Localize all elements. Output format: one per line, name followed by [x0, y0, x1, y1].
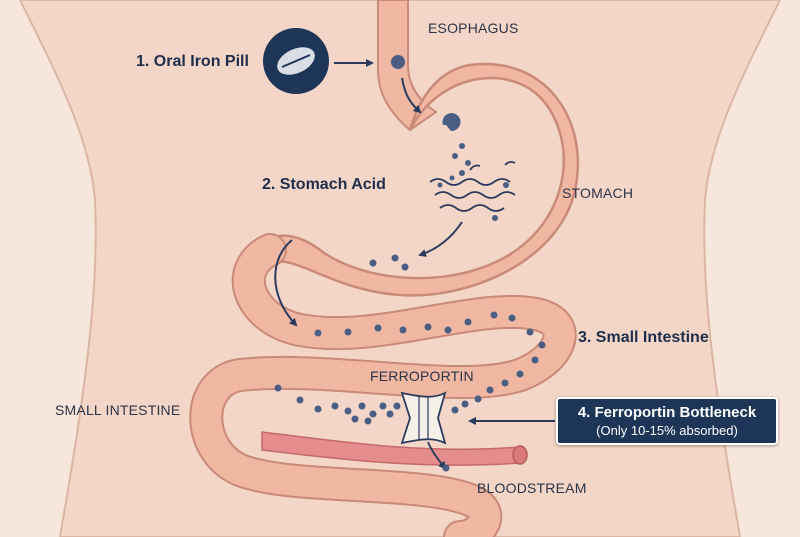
callout-subtitle: (Only 10-15% absorbed)	[596, 423, 738, 438]
label-small-intestine: SMALL INTESTINE	[55, 402, 181, 418]
label-stomach: STOMACH	[562, 185, 634, 201]
label-esophagus: ESOPHAGUS	[428, 20, 519, 36]
blood-vessel-opening	[512, 445, 528, 465]
step-small-intestine: 3. Small Intestine	[578, 329, 709, 346]
stomach-acid-waves	[429, 160, 516, 212]
esophagus-tube	[377, 0, 438, 132]
step-oral-iron-pill: 1. Oral Iron Pill	[136, 53, 249, 70]
ferroportin-bottleneck-callout: 4. Ferroportin Bottleneck (Only 10-15% a…	[556, 397, 778, 445]
label-bloodstream: BLOODSTREAM	[477, 480, 587, 496]
small-intestine-fill	[191, 235, 575, 537]
step-stomach-acid: 2. Stomach Acid	[262, 176, 386, 193]
label-ferroportin: FERROPORTIN	[370, 368, 474, 384]
iron-particles	[274, 55, 546, 472]
callout-title: 4. Ferroportin Bottleneck	[577, 404, 757, 421]
iron-pill-icon	[263, 28, 329, 94]
arrow-esophagus-down	[401, 77, 422, 114]
arrow-to-intestine	[274, 239, 298, 327]
ferroportin-channel	[400, 391, 447, 445]
arrow-stomach-inner	[418, 221, 463, 257]
